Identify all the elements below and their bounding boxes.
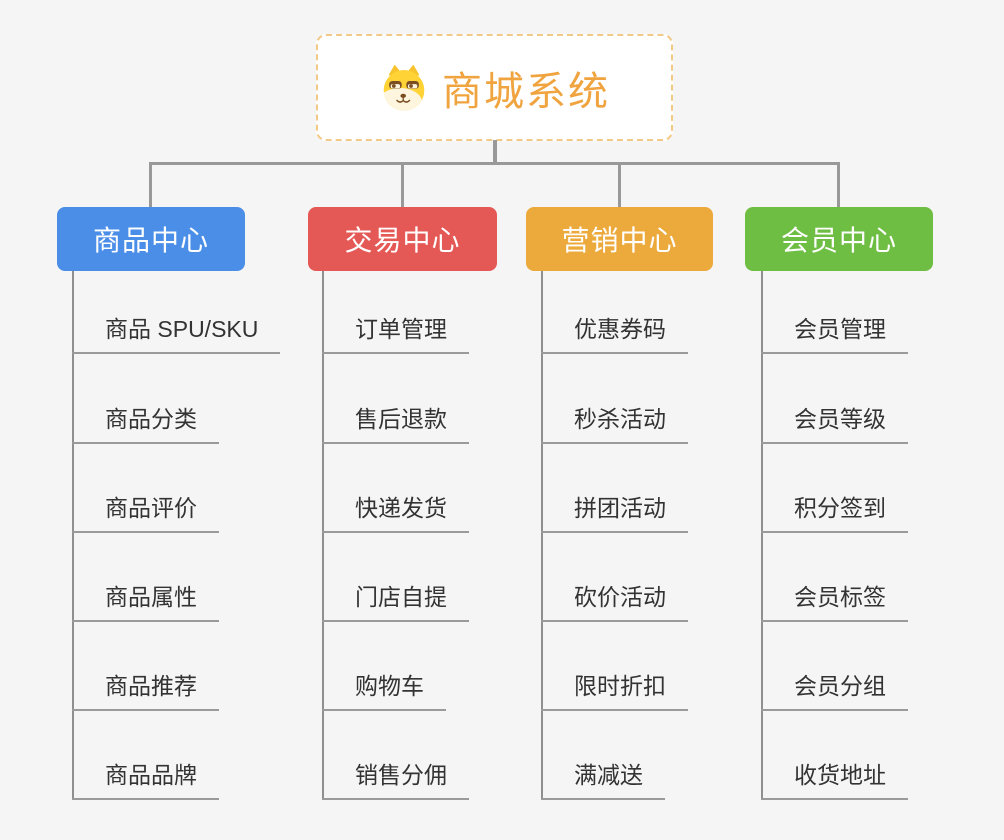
branch-spine: [322, 271, 324, 800]
leaf-node[interactable]: 优惠券码: [541, 315, 688, 354]
leaf-node[interactable]: 商品品牌: [72, 761, 219, 800]
shiba-dog-icon: [379, 63, 429, 113]
branch-node-member-center[interactable]: 会员中心: [745, 207, 933, 271]
leaf-node[interactable]: 购物车: [322, 672, 446, 711]
connector-drop: [149, 162, 152, 208]
leaf-node[interactable]: 积分签到: [761, 494, 908, 533]
branch-spine: [72, 271, 74, 800]
connector-drop: [401, 162, 404, 208]
branch-node-trade-center[interactable]: 交易中心: [308, 207, 497, 271]
leaf-node[interactable]: 收货地址: [761, 761, 908, 800]
root-node[interactable]: 商城系统: [316, 34, 673, 141]
connector-root-stub: [493, 140, 497, 164]
leaf-node[interactable]: 满减送: [541, 761, 665, 800]
leaf-node[interactable]: 秒杀活动: [541, 405, 688, 444]
leaf-node[interactable]: 售后退款: [322, 405, 469, 444]
branch-node-product-center[interactable]: 商品中心: [57, 207, 245, 271]
branch-spine: [761, 271, 763, 800]
leaf-node[interactable]: 商品评价: [72, 494, 219, 533]
leaf-node[interactable]: 商品分类: [72, 405, 219, 444]
leaf-node[interactable]: 会员分组: [761, 672, 908, 711]
leaf-node[interactable]: 拼团活动: [541, 494, 688, 533]
leaf-node[interactable]: 会员标签: [761, 583, 908, 622]
leaf-node[interactable]: 会员管理: [761, 315, 908, 354]
leaf-node[interactable]: 商品 SPU/SKU: [72, 315, 281, 354]
root-title: 商城系统: [442, 69, 610, 114]
leaf-node[interactable]: 商品属性: [72, 583, 219, 622]
leaf-node[interactable]: 限时折扣: [541, 672, 688, 711]
leaf-node[interactable]: 销售分佣: [322, 761, 469, 800]
leaf-node[interactable]: 商品推荐: [72, 672, 219, 711]
leaf-node[interactable]: 会员等级: [761, 405, 908, 444]
leaf-node[interactable]: 订单管理: [322, 315, 469, 354]
branch-spine: [541, 271, 543, 800]
leaf-node[interactable]: 快递发货: [322, 494, 469, 533]
connector-drop: [618, 162, 621, 208]
connector-drop: [837, 162, 840, 208]
connector-bus: [149, 162, 839, 165]
leaf-node[interactable]: 门店自提: [322, 583, 469, 622]
branch-node-marketing-center[interactable]: 营销中心: [526, 207, 713, 271]
leaf-node[interactable]: 砍价活动: [541, 583, 688, 622]
